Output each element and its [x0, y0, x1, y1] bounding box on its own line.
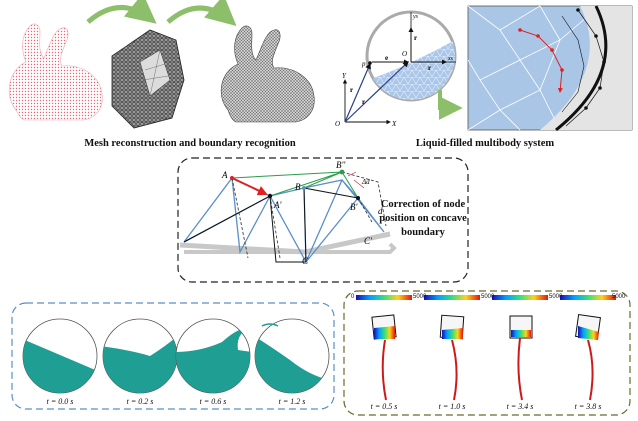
- snapshot-3: [175, 318, 251, 394]
- process-arrows: [86, 0, 237, 26]
- label-rs: r: [362, 98, 365, 106]
- snapshot-4: [254, 318, 330, 394]
- label-ri: r: [414, 34, 417, 42]
- scale-max-1: 5000: [413, 294, 427, 300]
- time-label-8: t = 3.8 s: [574, 402, 602, 411]
- sloshing-panel: [11, 302, 335, 410]
- label-rsp: r: [428, 64, 431, 72]
- correction-note-line-2: position on concave: [379, 213, 467, 224]
- time-label-4: t = 1.2 s: [278, 397, 306, 406]
- scale-max-4: 5000: [612, 294, 626, 300]
- correction-note: Correction of node position on concave b…: [378, 198, 468, 240]
- boundary-zoom-panel: [467, 5, 633, 132]
- scale-max-3: 5000: [549, 294, 563, 300]
- correction-note-line-1: Correction of node: [380, 199, 466, 210]
- correction-note-line-3: boundary: [401, 227, 445, 238]
- label-B: B: [295, 182, 301, 192]
- snapshot-c: [492, 295, 548, 401]
- time-label-6: t = 1.0 s: [438, 402, 466, 411]
- time-label-7: t = 3.4 s: [506, 402, 534, 411]
- label-B1: B': [350, 202, 358, 212]
- label-xs: xs: [447, 56, 454, 62]
- bunny-meshed: [220, 25, 315, 123]
- label-x: X: [391, 120, 397, 128]
- reconstructed-mesh: [111, 29, 185, 129]
- label-rp: r: [350, 86, 353, 94]
- time-label-1: t = 0.0 s: [46, 397, 74, 406]
- label-dd: Δd: [361, 178, 370, 186]
- multibody-panel: [343, 290, 631, 416]
- label-d: d: [378, 206, 383, 216]
- snapshot-b: [424, 295, 480, 401]
- caption-multibody: Liquid-filled multibody system: [415, 138, 555, 149]
- label-y: Y: [342, 72, 347, 80]
- label-A1: A': [273, 200, 282, 210]
- node-correction-diagram: A A' B B'' B' C C' d Δd: [177, 157, 469, 283]
- multibody-diagram: Y X O p O ys xs e r r r r: [335, 10, 463, 128]
- label-o: O: [335, 120, 340, 128]
- snapshot-d: [560, 295, 616, 401]
- time-label-5: t = 0.5 s: [370, 402, 398, 411]
- label-e: e: [385, 54, 388, 62]
- label-C1: C': [364, 236, 373, 246]
- label-p: p: [361, 60, 366, 68]
- label-ys: ys: [412, 14, 419, 20]
- label-B2: B'': [336, 160, 346, 170]
- time-label-3: t = 0.6 s: [199, 397, 227, 406]
- scale-min-1: 0: [351, 294, 355, 300]
- snapshot-a: [356, 295, 412, 401]
- label-oi: O: [402, 50, 407, 58]
- caption-mesh-reconstruction: Mesh reconstruction and boundary recogni…: [84, 138, 296, 149]
- snapshot-2: [102, 318, 178, 394]
- label-A: A: [221, 170, 228, 180]
- scale-max-2: 5000: [481, 294, 495, 300]
- time-label-2: t = 0.2 s: [126, 397, 154, 406]
- snapshot-1: [22, 318, 98, 394]
- bunny-point-cloud: [8, 23, 103, 121]
- label-C: C: [302, 256, 309, 266]
